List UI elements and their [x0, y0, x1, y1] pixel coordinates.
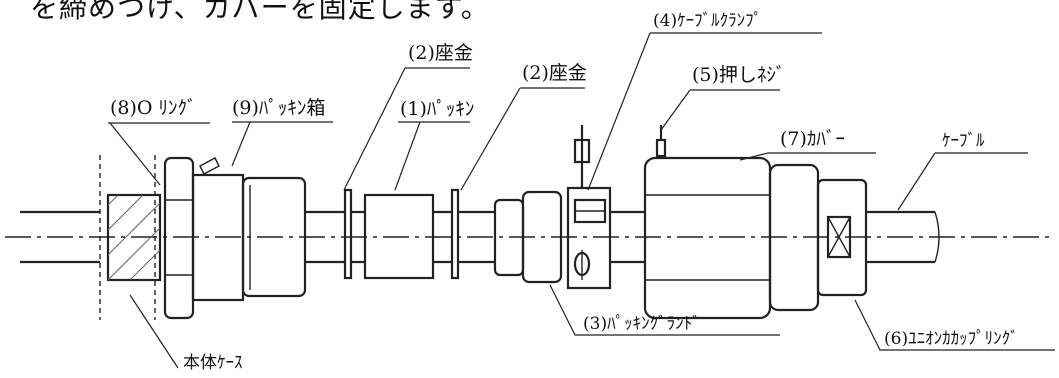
label-o-ring: (8)O ﾘﾝｸﾞ: [110, 97, 197, 119]
label-push-screw: (5)押しﾈｼﾞ: [692, 64, 786, 86]
header-text: を締めつけ、カバーを固定します。: [30, 0, 490, 24]
washer-2-shape: [450, 188, 460, 280]
label-packing: (1)ﾊﾟｯｷﾝ: [400, 98, 475, 120]
union-coupling-shape: [768, 163, 868, 312]
label-body-case: 本体ｹｰｽ: [183, 353, 243, 373]
packing-gland-shape: [493, 190, 563, 284]
label-washer-2: (2)座金: [522, 62, 587, 84]
cable-left: [20, 210, 100, 264]
label-packing-gland: (3)ﾊﾟｯｷﾝｸﾞﾗﾝﾄﾞ: [583, 314, 701, 334]
washer-1-shape: [343, 188, 353, 280]
label-union-coupling: (6)ﾕﾆｵﾝｶｶｯﾌﾟﾘﾝｸﾞ: [884, 329, 1019, 349]
label-cable-clamp: (4)ｹｰﾌﾞﾙｸﾗﾝﾌﾟ: [653, 11, 763, 31]
cover-shape: [643, 125, 772, 320]
body-case-section: [99, 155, 162, 320]
packing-shape: [363, 193, 435, 280]
cable-right: [866, 210, 940, 264]
label-packing-box: (9)ﾊﾟｯｷﾝ箱: [232, 97, 326, 119]
label-cover: (7)ｶﾊﾞｰ: [780, 128, 845, 150]
label-washer-1: (2)座金: [408, 42, 473, 64]
label-cable: ｹｰﾌﾞﾙ: [942, 131, 985, 151]
leader-lines: [108, 32, 1055, 369]
packing-box-shape: [163, 156, 307, 320]
